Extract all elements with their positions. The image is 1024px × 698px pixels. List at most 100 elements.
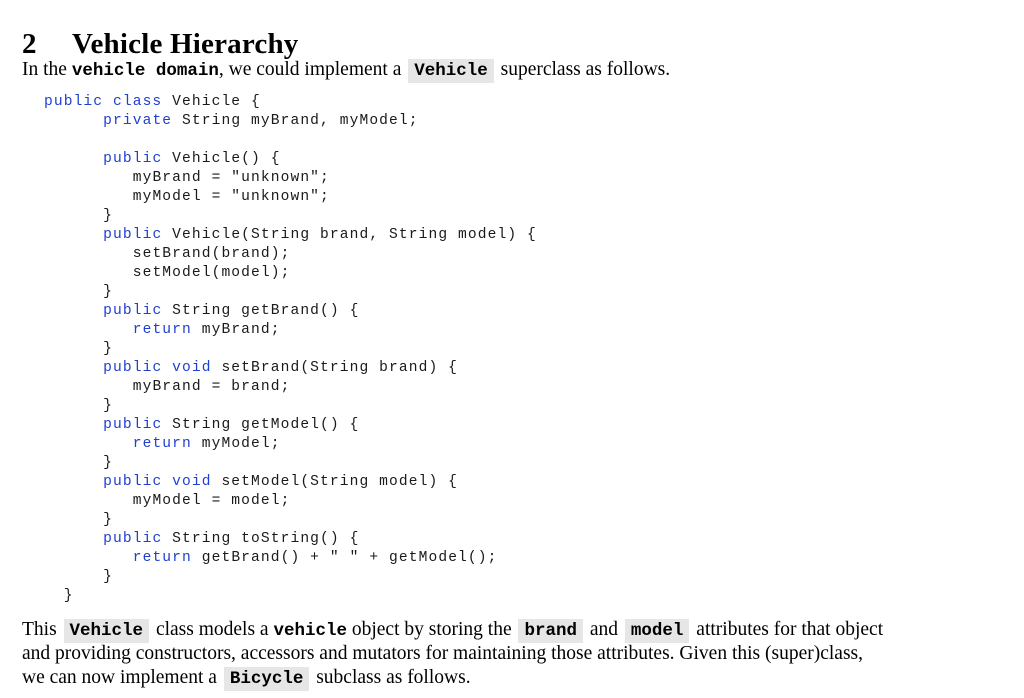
code-indent <box>44 379 133 395</box>
code-indent <box>44 493 133 509</box>
code-indent <box>44 455 103 471</box>
code-line: myBrand = brand; <box>44 378 537 397</box>
code-indent <box>44 531 103 547</box>
code-indent <box>44 113 103 129</box>
code-text: myBrand; <box>191 322 281 338</box>
code-line: return myBrand; <box>44 321 537 340</box>
code-keyword: public <box>103 303 163 319</box>
outro-paragraph-line-1: This Vehicle class models a vehicle obje… <box>22 618 883 643</box>
code-line: setModel(model); <box>44 264 537 283</box>
code-keyword: private <box>103 113 173 129</box>
code-line: return myModel; <box>44 435 537 454</box>
code-keyword: public <box>103 151 163 167</box>
code-keyword: public void <box>103 474 212 490</box>
code-indent <box>44 398 103 414</box>
section-number: 2 <box>22 28 37 61</box>
code-text: String getBrand() { <box>162 303 360 319</box>
code-indent <box>44 417 103 433</box>
code-indent <box>44 512 103 528</box>
code-indent <box>44 151 103 167</box>
code-line: public Vehicle() { <box>44 150 537 169</box>
code-chip-vehicle: Vehicle <box>63 619 150 643</box>
code-keyword: public <box>103 227 163 243</box>
code-line: } <box>44 283 537 302</box>
code-indent <box>44 303 103 319</box>
code-indent <box>44 322 133 338</box>
code-text: setModel(String model) { <box>211 474 459 490</box>
code-chip-model: model <box>624 619 690 643</box>
code-indent <box>44 284 103 300</box>
code-indent <box>44 550 133 566</box>
code-keyword: public <box>103 417 163 433</box>
inline-code-vehicle: vehicle <box>273 621 347 641</box>
code-line: myModel = model; <box>44 492 537 511</box>
code-text: getBrand() + " " + getModel(); <box>191 550 498 566</box>
code-indent <box>44 170 133 186</box>
code-line: public class Vehicle { <box>44 93 537 112</box>
code-line: } <box>44 511 537 530</box>
code-line <box>44 131 537 150</box>
code-text: myModel = "unknown"; <box>132 189 330 205</box>
code-line: public String toString() { <box>44 530 537 549</box>
intro-text: , we could implement a <box>218 59 407 80</box>
code-text: Vehicle() { <box>162 151 281 167</box>
code-line: return getBrand() + " " + getModel(); <box>44 549 537 568</box>
code-listing: public class Vehicle { private String my… <box>44 93 537 606</box>
code-line: myModel = "unknown"; <box>44 188 537 207</box>
code-keyword: return <box>132 436 192 452</box>
code-keyword: public class <box>44 94 163 110</box>
intro-text: In the <box>22 59 72 80</box>
code-keyword: return <box>132 550 192 566</box>
code-text: Vehicle(String brand, String model) { <box>162 227 537 243</box>
code-indent <box>44 474 103 490</box>
code-keyword: public void <box>103 360 212 376</box>
intro-text: superclass as follows. <box>495 59 671 80</box>
section-title: Vehicle Hierarchy <box>72 28 299 61</box>
outro-paragraph-line-2: and providing constructors, accessors an… <box>22 643 864 664</box>
code-text: String toString() { <box>162 531 360 547</box>
code-text: myModel = model; <box>132 493 291 509</box>
code-text: myBrand = brand; <box>132 379 291 395</box>
code-line: } <box>44 587 537 606</box>
outro-text: subclass as follows. <box>311 667 471 688</box>
code-line: public Vehicle(String brand, String mode… <box>44 226 537 245</box>
code-line: } <box>44 397 537 416</box>
code-text: setModel(model); <box>132 265 291 281</box>
outro-text: and <box>585 619 623 640</box>
code-keyword: return <box>132 322 192 338</box>
code-text: myBrand = "unknown"; <box>132 170 330 186</box>
code-text: } <box>103 341 114 357</box>
code-chip-brand: brand <box>518 619 583 643</box>
code-line: setBrand(brand); <box>44 245 537 264</box>
code-indent <box>44 360 103 376</box>
code-line: public String getBrand() { <box>44 302 537 321</box>
code-text: } <box>103 208 114 224</box>
outro-text: attributes for that object <box>691 619 884 640</box>
outro-text: object by storing the <box>346 619 517 640</box>
code-indent <box>44 436 133 452</box>
code-indent <box>44 227 103 243</box>
code-line: } <box>44 568 537 587</box>
code-text: String myBrand, myModel; <box>172 113 419 129</box>
code-text: myModel; <box>191 436 281 452</box>
outro-text: This <box>22 619 62 640</box>
code-line: public void setBrand(String brand) { <box>44 359 537 378</box>
code-text: } <box>103 512 114 528</box>
intro-paragraph: In the vehicle domain, we could implemen… <box>22 58 670 83</box>
code-indent <box>44 265 133 281</box>
code-text: } <box>63 588 74 604</box>
code-text: Vehicle { <box>162 94 261 110</box>
code-indent <box>44 208 103 224</box>
code-text: setBrand(String brand) { <box>211 360 459 376</box>
code-text: } <box>103 455 114 471</box>
code-line: private String myBrand, myModel; <box>44 112 537 131</box>
outro-text: class models a <box>151 619 274 640</box>
outro-text: we can now implement a <box>22 667 222 688</box>
code-line: } <box>44 454 537 473</box>
code-indent <box>44 189 133 205</box>
code-line: public void setModel(String model) { <box>44 473 537 492</box>
code-text: setBrand(brand); <box>132 246 291 262</box>
code-line: } <box>44 340 537 359</box>
code-chip-bicycle: Bicycle <box>223 667 310 691</box>
code-text: } <box>103 284 114 300</box>
